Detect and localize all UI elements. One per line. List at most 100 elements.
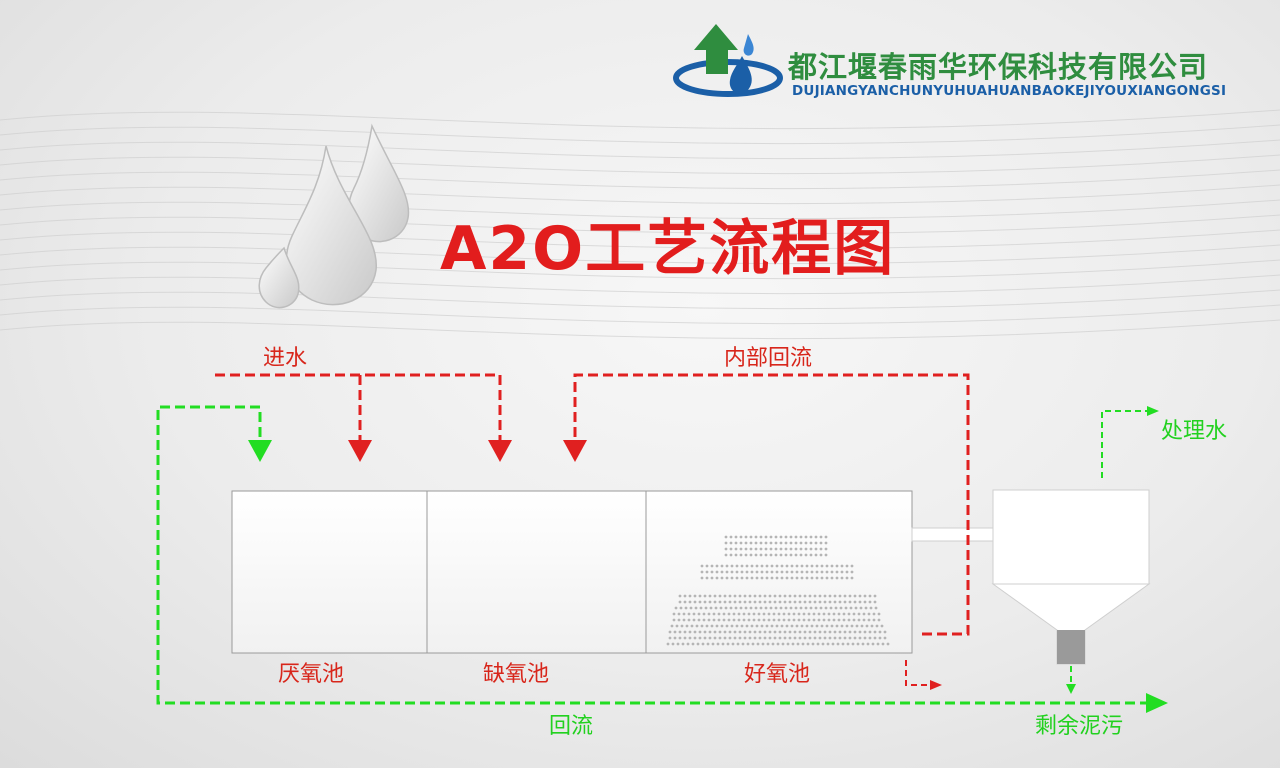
aeration-bubble	[740, 624, 744, 628]
aeration-bubble	[749, 606, 753, 610]
aeration-bubble	[802, 612, 806, 616]
aeration-bubble	[735, 576, 739, 580]
aeration-bubble	[768, 600, 772, 604]
aeration-bubble	[695, 624, 699, 628]
aeration-bubble	[866, 642, 870, 646]
aeration-bubble	[789, 535, 793, 539]
aeration-bubble	[810, 624, 814, 628]
aeration-bubble	[753, 636, 757, 640]
aeration-bubble	[739, 553, 743, 557]
aeration-bubble	[830, 564, 834, 568]
aeration-bubble	[743, 636, 747, 640]
aeration-bubble	[710, 570, 714, 574]
aeration-bubble	[880, 624, 884, 628]
aeration-bubble	[881, 642, 885, 646]
aeration-bubble	[843, 630, 847, 634]
aeration-bubble	[798, 630, 802, 634]
aeration-bubble	[872, 612, 876, 616]
aeration-bubble	[683, 636, 687, 640]
aeration-bubble	[763, 630, 767, 634]
aeration-bubble	[729, 606, 733, 610]
aeration-bubble	[805, 576, 809, 580]
aeration-bubble	[698, 594, 702, 598]
aeration-bubble	[746, 642, 750, 646]
influent-arrowhead-1	[348, 440, 372, 462]
aeration-bubble	[845, 624, 849, 628]
aeration-bubble	[738, 594, 742, 598]
aeration-bubble	[817, 618, 821, 622]
aeration-bubble	[768, 636, 772, 640]
aeration-bubble	[840, 624, 844, 628]
aeration-bubble	[863, 636, 867, 640]
aeration-bubble	[727, 612, 731, 616]
aeration-bubble	[759, 606, 763, 610]
company-name: 都江堰春雨华环保科技有限公司	[788, 50, 1209, 84]
aeration-bubble	[762, 612, 766, 616]
influent-label: 进水	[263, 346, 308, 371]
aeration-bubble	[769, 547, 773, 551]
aeration-bubble	[852, 618, 856, 622]
aeration-bubble	[841, 642, 845, 646]
aeration-bubble	[813, 636, 817, 640]
aeration-bubble	[753, 630, 757, 634]
aeration-bubble	[675, 624, 679, 628]
aeration-bubble	[707, 612, 711, 616]
internal-recycle-arrowhead	[563, 440, 587, 462]
aeration-bubble	[797, 618, 801, 622]
aeration-bubble	[724, 553, 728, 557]
aeration-bubble	[845, 564, 849, 568]
aeration-bubble	[808, 636, 812, 640]
aeration-bubble	[872, 618, 876, 622]
aeration-bubble	[820, 564, 824, 568]
aeration-bubble	[757, 612, 761, 616]
aeration-bubble	[668, 636, 672, 640]
aeration-bubble	[703, 636, 707, 640]
aeration-bubble	[713, 636, 717, 640]
aeration-bubble	[728, 600, 732, 604]
aeration-bubble	[804, 553, 808, 557]
aeration-bubble	[779, 535, 783, 539]
aeration-bubble	[764, 547, 768, 551]
aeration-bubble	[693, 630, 697, 634]
aeration-bubble	[686, 642, 690, 646]
aeration-bubble	[734, 541, 738, 545]
aeration-bubble	[727, 618, 731, 622]
aeration-bubble	[680, 624, 684, 628]
aeration-bubble	[723, 630, 727, 634]
aeration-bubble	[729, 547, 733, 551]
aeration-bubble	[733, 600, 737, 604]
aeration-bubble	[715, 564, 719, 568]
aeration-bubble	[873, 636, 877, 640]
aeration-bubble	[848, 630, 852, 634]
aeration-bubble	[815, 570, 819, 574]
aeration-bubble	[748, 594, 752, 598]
aeration-bubble	[743, 594, 747, 598]
aeration-bubble	[822, 618, 826, 622]
aeration-bubble	[795, 624, 799, 628]
internal-recycle-label: 内部回流	[724, 346, 813, 371]
aeration-bubble	[700, 576, 704, 580]
aeration-bubble	[705, 624, 709, 628]
aeration-bubble	[768, 630, 772, 634]
aeration-bubble	[878, 636, 882, 640]
aeration-bubble	[865, 624, 869, 628]
aeration-bubble	[687, 612, 691, 616]
aeration-bubble	[738, 600, 742, 604]
aeration-bubble	[775, 624, 779, 628]
aeration-bubble	[821, 642, 825, 646]
aeration-bubble	[770, 576, 774, 580]
aeration-bubble	[784, 541, 788, 545]
aeration-bubble	[823, 594, 827, 598]
aeration-bubble	[833, 636, 837, 640]
aeration-bubble	[723, 636, 727, 640]
aeration-bubble	[795, 564, 799, 568]
aeration-bubble	[823, 636, 827, 640]
aeration-bubble	[804, 606, 808, 610]
anoxic-tank-label: 缺氧池	[483, 662, 550, 687]
aeration-bubble	[803, 594, 807, 598]
aeration-bubble	[783, 594, 787, 598]
aeration-bubble	[873, 594, 877, 598]
aeration-bubble	[730, 570, 734, 574]
aeration-bubble	[749, 541, 753, 545]
